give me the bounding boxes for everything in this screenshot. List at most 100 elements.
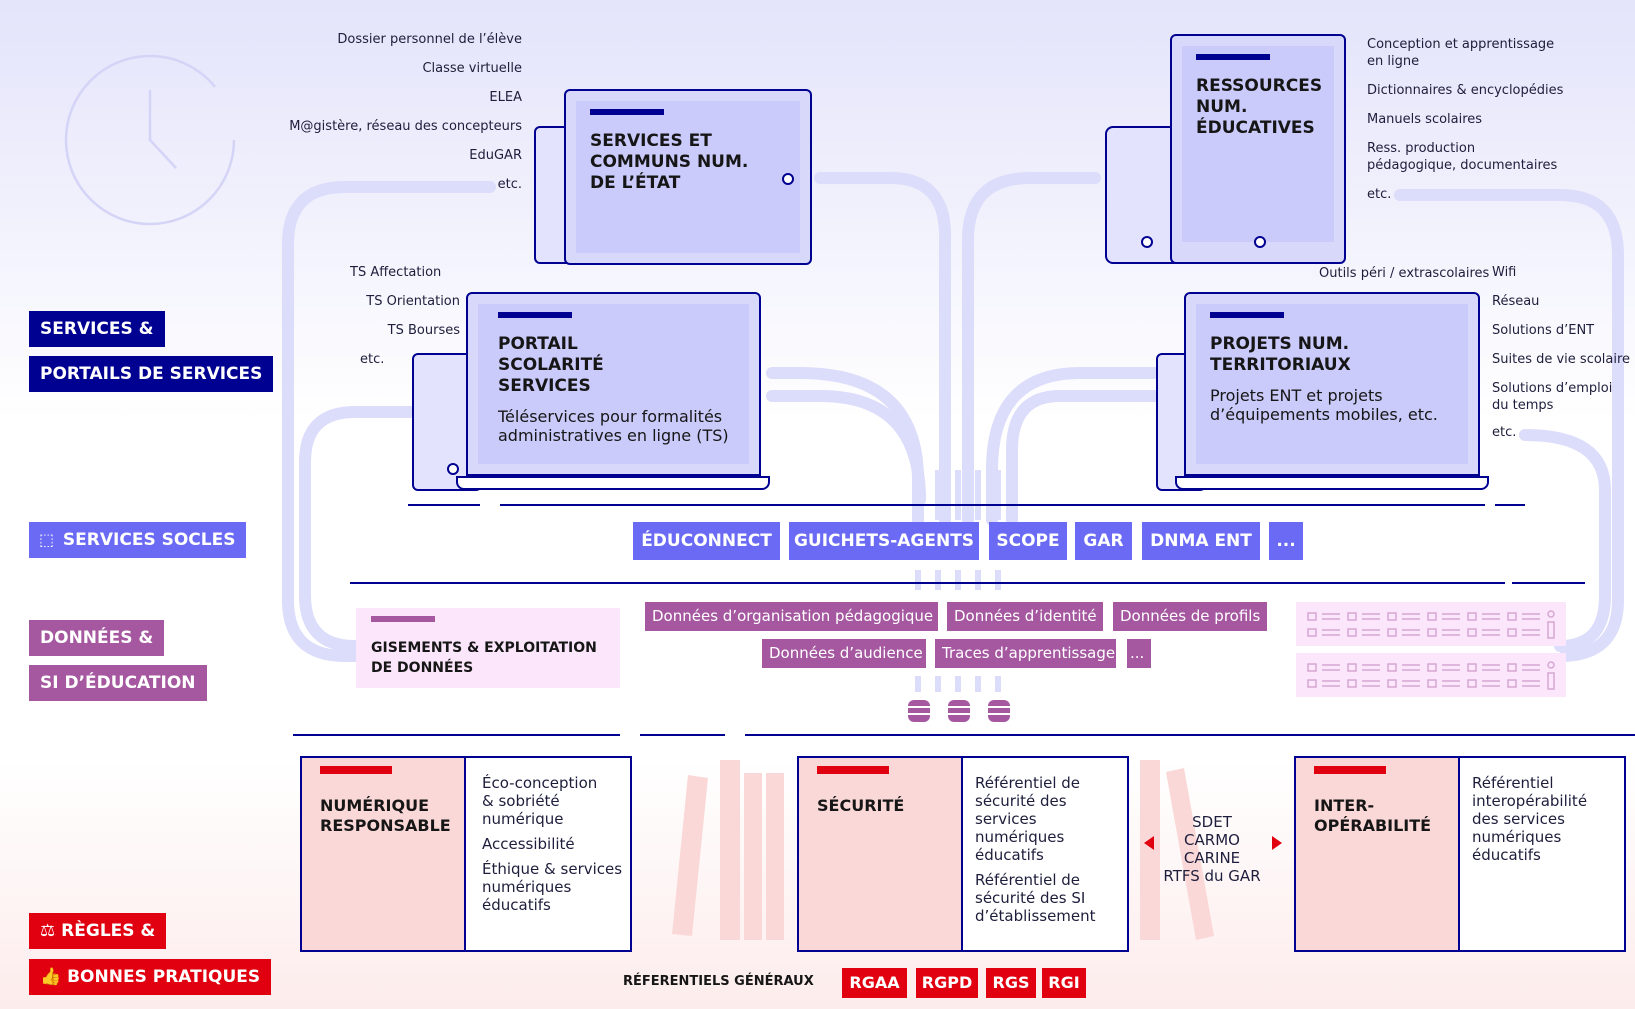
device-button-icon (1254, 236, 1266, 248)
middle-referentials: SDET CARMO CARINE RTFS du GAR (1152, 813, 1272, 885)
portail-laptop-base (456, 476, 770, 490)
book-line: sécurité des SI (975, 889, 1086, 907)
ref-tag-rgi: RGI (1042, 968, 1086, 998)
etat-title-line: COMMUNS NUM. (590, 152, 749, 172)
book-line: Référentiel de (975, 774, 1081, 792)
socle-educonnect: ÉDUCONNECT (633, 522, 780, 560)
list-item: M@gistère, réseau des concepteurs (289, 119, 522, 134)
projets-title-line: TERRITORIAUX (1210, 355, 1351, 375)
etat-tablet-card: SERVICES ET COMMUNS NUM. DE L’ÉTAT (564, 89, 812, 265)
card-accent-bar (1196, 54, 1270, 60)
list-item: Dictionnaires & encyclopédies (1367, 83, 1564, 98)
ref-tag-rgs: RGS (986, 968, 1036, 998)
tag-donnees-line1: DONNÉES & (29, 620, 165, 656)
book-line: & sobriété (482, 792, 560, 810)
book-line: Éco-conception (482, 774, 598, 792)
list-item: du temps (1492, 398, 1554, 413)
portail-laptop-card: PORTAIL SCOLARITÉ SERVICES Téléservices … (466, 292, 761, 476)
list-item: pédagogique, documentaires (1367, 158, 1558, 173)
etat-services-list: Dossier personnel de l’élève Classe virt… (262, 31, 522, 205)
projets-list: Wifi Réseau Solutions d’ENT Suites de vi… (1492, 264, 1632, 441)
portail-subtitle: Téléservices pour formalités administrat… (498, 407, 729, 445)
thumbs-up-icon: 👍 (40, 967, 62, 987)
book-line: numériques (975, 828, 1065, 846)
socle-guichets-agents: GUICHETS-AGENTS (789, 522, 979, 560)
list-item: Ress. production (1367, 141, 1476, 156)
projets-subtitle: Projets ENT et projets d’équipements mob… (1210, 386, 1454, 424)
list-item: etc. (497, 177, 522, 192)
card-accent-bar (1210, 312, 1284, 318)
data-tag-more: ... (1127, 639, 1151, 668)
book-title: SÉCURITÉ (817, 796, 904, 816)
book-numerique-responsable: NUMÉRIQUE RESPONSABLE Éco-conception& so… (300, 756, 632, 952)
socle-gar: GAR (1075, 522, 1132, 560)
book-line: sécurité des (975, 792, 1067, 810)
book-line: interopérabilité (1472, 792, 1588, 810)
device-button-icon (1141, 236, 1153, 248)
list-item: Réseau (1492, 294, 1540, 309)
list-item: CARMO (1184, 831, 1240, 849)
ressources-tablet-card: RESSOURCES NUM. ÉDUCATIVES (1170, 34, 1346, 264)
book-title-line: OPÉRABILITÉ (1314, 816, 1432, 835)
list-item: en ligne (1367, 54, 1420, 69)
projets-laptop-base (1175, 476, 1489, 490)
tag-regles-label: RÈGLES & (61, 921, 156, 941)
book-right-page (1460, 756, 1626, 952)
data-tag-organisation: Données d’organisation pédagogique (645, 602, 938, 631)
book-ribbon (817, 766, 889, 774)
data-tag-identite: Données d’identité (947, 602, 1103, 631)
book-line: éducatifs (1472, 846, 1541, 864)
list-item: RTFS du GAR (1163, 867, 1261, 885)
socle-dnma-ent: DNMA ENT (1142, 522, 1260, 560)
book-left-page (797, 756, 963, 952)
data-tag-traces: Traces d’apprentissage (935, 639, 1116, 668)
tag-socles-label: SERVICES SOCLES (62, 530, 236, 550)
list-item: TS Orientation (366, 294, 460, 309)
book-line: numérique (482, 810, 564, 828)
book-line: numériques (482, 878, 572, 896)
book-item: Accessibilité (482, 835, 632, 853)
book-title-line: RESPONSABLE (320, 816, 451, 835)
book-line: d’établissement (975, 907, 1096, 925)
book-ribbon (320, 766, 392, 774)
list-item: Manuels scolaires (1367, 112, 1483, 127)
portail-title-line: SCOLARITÉ (498, 355, 604, 375)
book-line: éducatifs (975, 846, 1044, 864)
list-item: etc. (1367, 187, 1392, 202)
book-title: NUMÉRIQUE RESPONSABLE (320, 796, 451, 836)
list-item: ELEA (489, 90, 522, 105)
list-item: Solutions d’emploi (1492, 381, 1613, 396)
book-title: INTER- OPÉRABILITÉ (1314, 796, 1431, 836)
book-ribbon (1314, 766, 1386, 774)
book-right-page (466, 756, 632, 952)
socle-more: ... (1269, 522, 1303, 560)
ref-tag-rgpd: RGPD (916, 968, 978, 998)
tag-regles-line2: 👍 BONNES PRATIQUES (29, 959, 272, 995)
list-item: EduGAR (469, 148, 522, 163)
book-line: des services (1472, 810, 1565, 828)
list-item: Solutions d’ENT (1492, 323, 1595, 338)
book-title-line: INTER- (1314, 796, 1375, 815)
list-item: Wifi (1492, 265, 1517, 280)
projets-title-line: PROJETS NUM. (1210, 334, 1350, 354)
list-item: Suites de vie scolaire (1492, 352, 1631, 367)
gisements-title-line: GISEMENTS & EXPLOITATION (371, 640, 597, 656)
portail-title-line: PORTAIL (498, 334, 578, 354)
tag-regles-line1: ⚖ RÈGLES & (29, 913, 167, 949)
tag-socles: ⬚ SERVICES SOCLES (29, 522, 247, 558)
book-title-line: SÉCURITÉ (817, 796, 905, 815)
data-tag-profils: Données de profils (1113, 602, 1267, 631)
gisements-title-line: DE DONNÉES (371, 660, 474, 676)
data-tag-audience: Données d’audience (762, 639, 926, 668)
book-left-page (1294, 756, 1460, 952)
book-left-page (300, 756, 466, 952)
